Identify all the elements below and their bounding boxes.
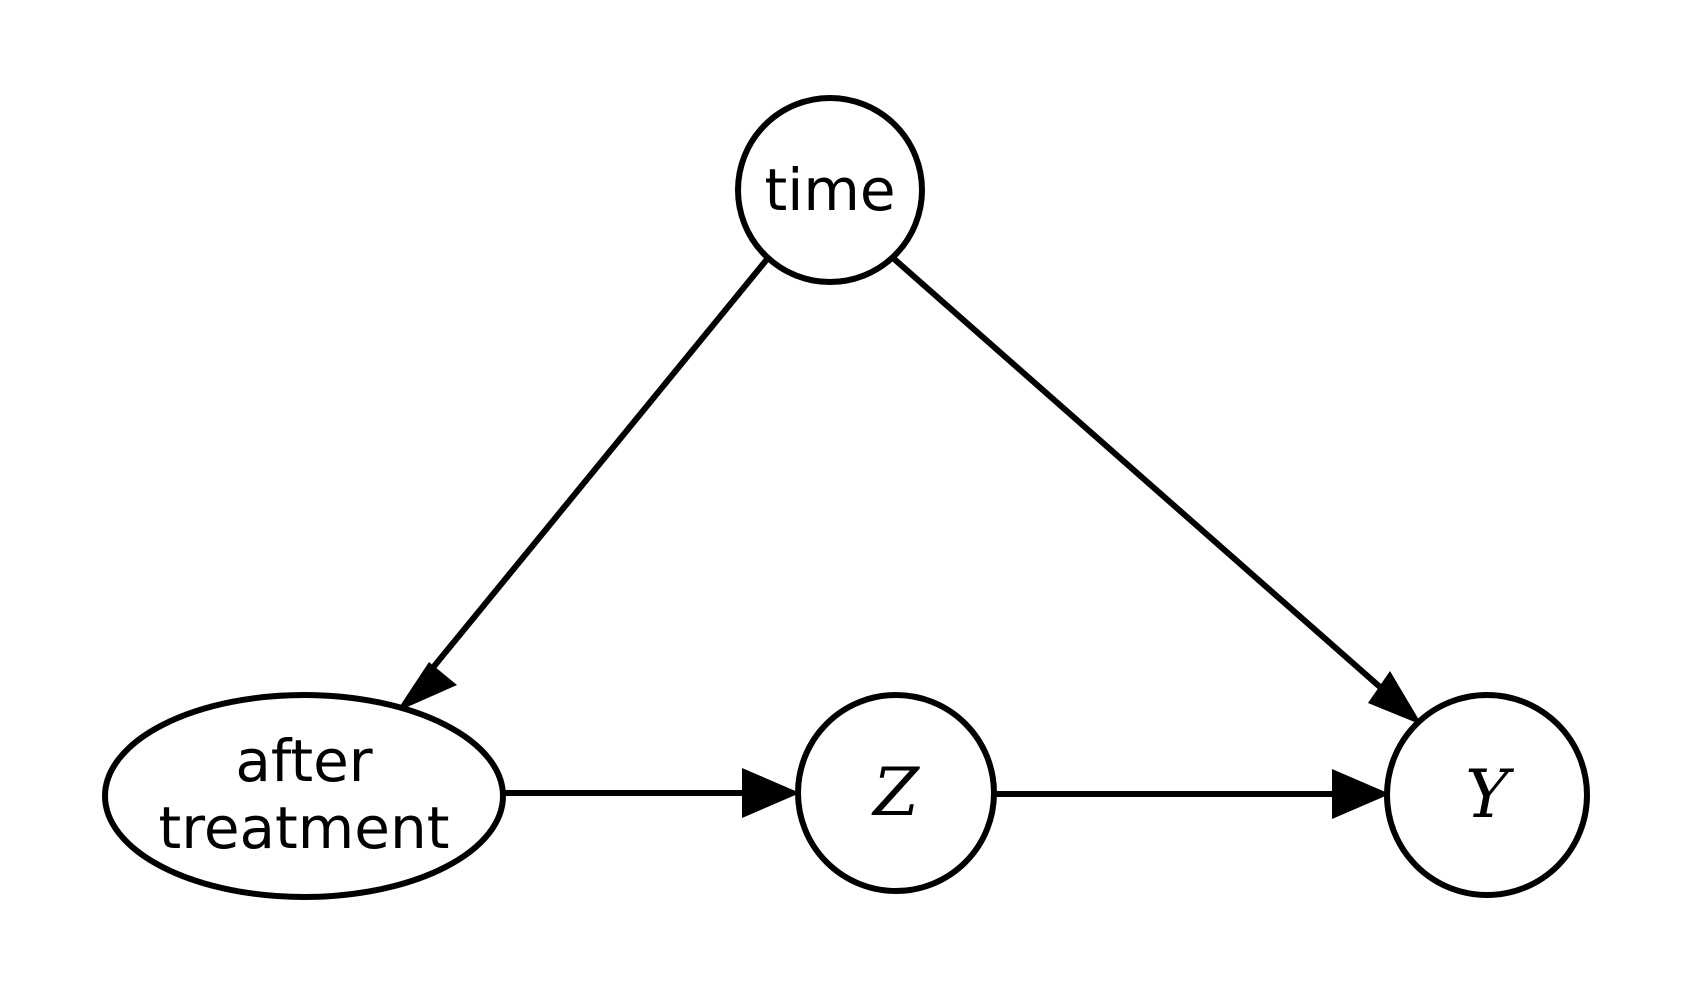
node-Z[interactable]: Z [795,692,997,894]
edge-time-to-Y [891,255,1422,725]
node-Y-circle[interactable] [1384,692,1590,898]
edge-time-to-after-treatment [396,256,771,712]
node-time-circle[interactable] [735,95,925,285]
edge-after-treatment-to-Z [503,768,800,818]
node-time-label: time [764,156,895,224]
edge-line-time-after-treatment [410,256,771,694]
node-Y-label: Y [1465,756,1514,833]
edge-Z-to-Y [994,769,1390,819]
edge-line-time-Y [891,255,1407,712]
node-after-treatment-label-line1: after [235,727,372,795]
arrow-head-Y-from-time [1368,671,1422,725]
node-Z-label: Z [871,754,920,831]
node-Z-circle[interactable] [795,692,997,894]
arrow-head-Y-from-Z [1332,769,1390,819]
node-after-treatment-label-line2: treatment [159,794,450,862]
node-after-treatment[interactable]: after treatment [102,692,506,900]
arrow-head-after-treatment [396,662,457,712]
node-Y[interactable]: Y [1384,692,1590,898]
node-after-treatment-ellipse[interactable] [102,692,506,900]
arrow-head-Z [742,768,800,818]
node-time[interactable]: time [735,95,925,285]
